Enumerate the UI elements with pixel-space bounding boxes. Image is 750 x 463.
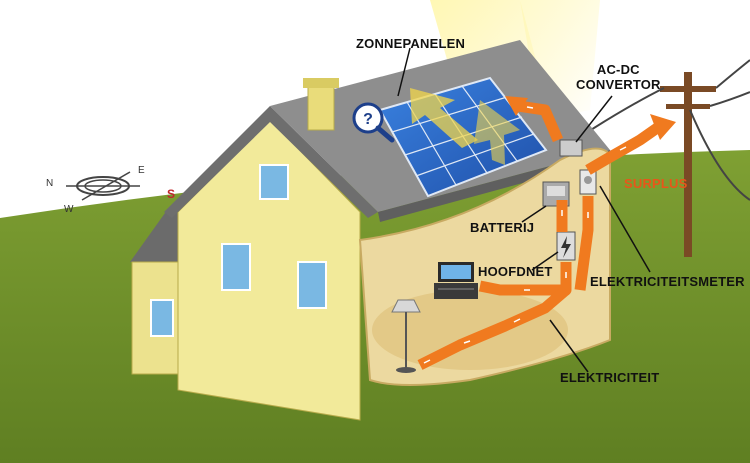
house-front (164, 106, 378, 421)
leader-lines (397, 47, 651, 373)
label-meter: ELEKTRICITEITSMETER (590, 274, 745, 289)
magnifier-icon: ? (352, 102, 395, 143)
converter-box (559, 139, 583, 157)
label-battery: BATTERIJ (470, 220, 535, 235)
lightning-icon (556, 231, 576, 261)
flow-dashes (423, 106, 627, 364)
electricity-meter (579, 169, 597, 195)
label-surplus: SURPLUS (624, 176, 688, 191)
battery-box (542, 181, 570, 207)
compass-south: S (167, 187, 176, 201)
label-converter-line1: AC-DC (596, 62, 640, 77)
label-mains: HOOFDNET (478, 264, 553, 279)
label-electricity: ELEKTRICITEIT (560, 370, 660, 385)
compass-west: W (64, 204, 74, 215)
surplus-arrow-head (650, 114, 676, 140)
label-solar-panels: ZONNEPANELEN (356, 36, 466, 51)
chimney (303, 78, 339, 131)
label-converter-line2: CONVERTOR (576, 77, 661, 92)
flow-arrow-head (505, 96, 528, 116)
interior-cutaway (358, 147, 611, 386)
electricity-flow (417, 100, 664, 370)
compass-icon (66, 171, 140, 201)
label-converter: AC-DC CONVERTOR (576, 62, 661, 92)
svg-text:?: ? (363, 111, 373, 128)
compass-north: N (46, 178, 54, 189)
solar-panel-array (378, 76, 548, 198)
floor-lamp (391, 299, 421, 373)
compass-east: E (138, 165, 145, 176)
mains-unit (434, 262, 478, 299)
